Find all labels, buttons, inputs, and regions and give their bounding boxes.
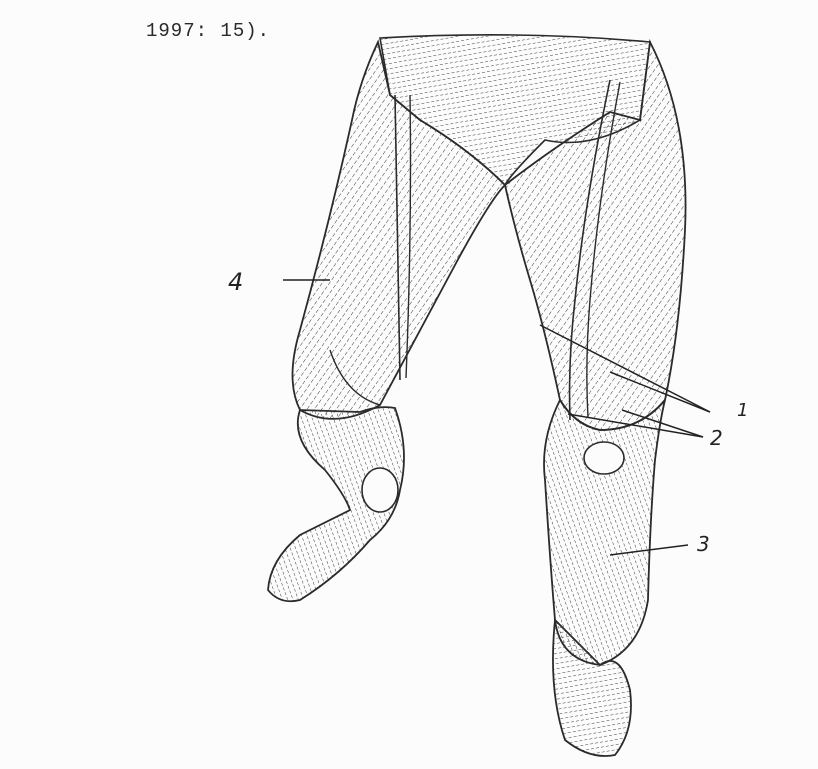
right-lower-leg [544, 400, 665, 756]
figure-label-1: 1 [737, 400, 748, 421]
figure-label-2: 2 [710, 426, 723, 450]
left-lower-leg [268, 407, 404, 601]
figure-label-4: 4 [228, 268, 243, 296]
figure-label-3: 3 [697, 532, 710, 556]
